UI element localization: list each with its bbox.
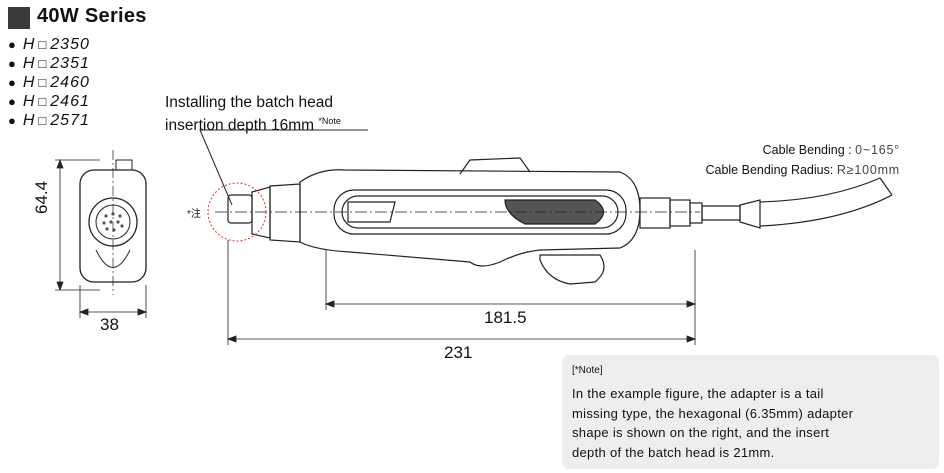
cable-bending-value: 0~165°: [855, 143, 900, 157]
cable-radius-label: Cable Bending Radius:: [705, 163, 834, 177]
model-item: ●H□2351: [8, 55, 90, 72]
dim-body-length: 181.5: [484, 308, 527, 327]
annotation-line1: Installing the batch head: [165, 94, 334, 111]
side-mark: *注: [187, 209, 201, 220]
cable-radius-value: R≥100mm: [836, 163, 900, 177]
dim-width: 38: [100, 315, 119, 334]
model-item: ●H□2461: [8, 93, 90, 110]
note-heading: [*Note]: [572, 365, 603, 376]
highlight-circle: [207, 182, 267, 242]
page-title: 40W Series: [37, 5, 147, 27]
cable-spec: Cable Bending : 0~165° Cable Bending Rad…: [560, 140, 900, 180]
model-item: ●H□2460: [8, 74, 90, 91]
note-box: [*Note] In the example figure, the adapt…: [562, 355, 939, 469]
front-view: [79, 150, 147, 295]
leader-line: [199, 129, 368, 206]
dimension-lines: [55, 158, 697, 345]
cable-bending-label: Cable Bending :: [762, 143, 852, 157]
note-ref: *Note: [318, 116, 341, 126]
model-item: ●H□2350: [8, 36, 90, 53]
note-text: In the example figure, the adapter is a …: [572, 386, 854, 460]
title-square-icon: [8, 7, 30, 29]
dim-height: 64.4: [32, 180, 51, 214]
model-item: ●H□2571: [8, 112, 90, 129]
dim-total-length: 231: [444, 343, 473, 362]
side-view: [215, 157, 893, 285]
